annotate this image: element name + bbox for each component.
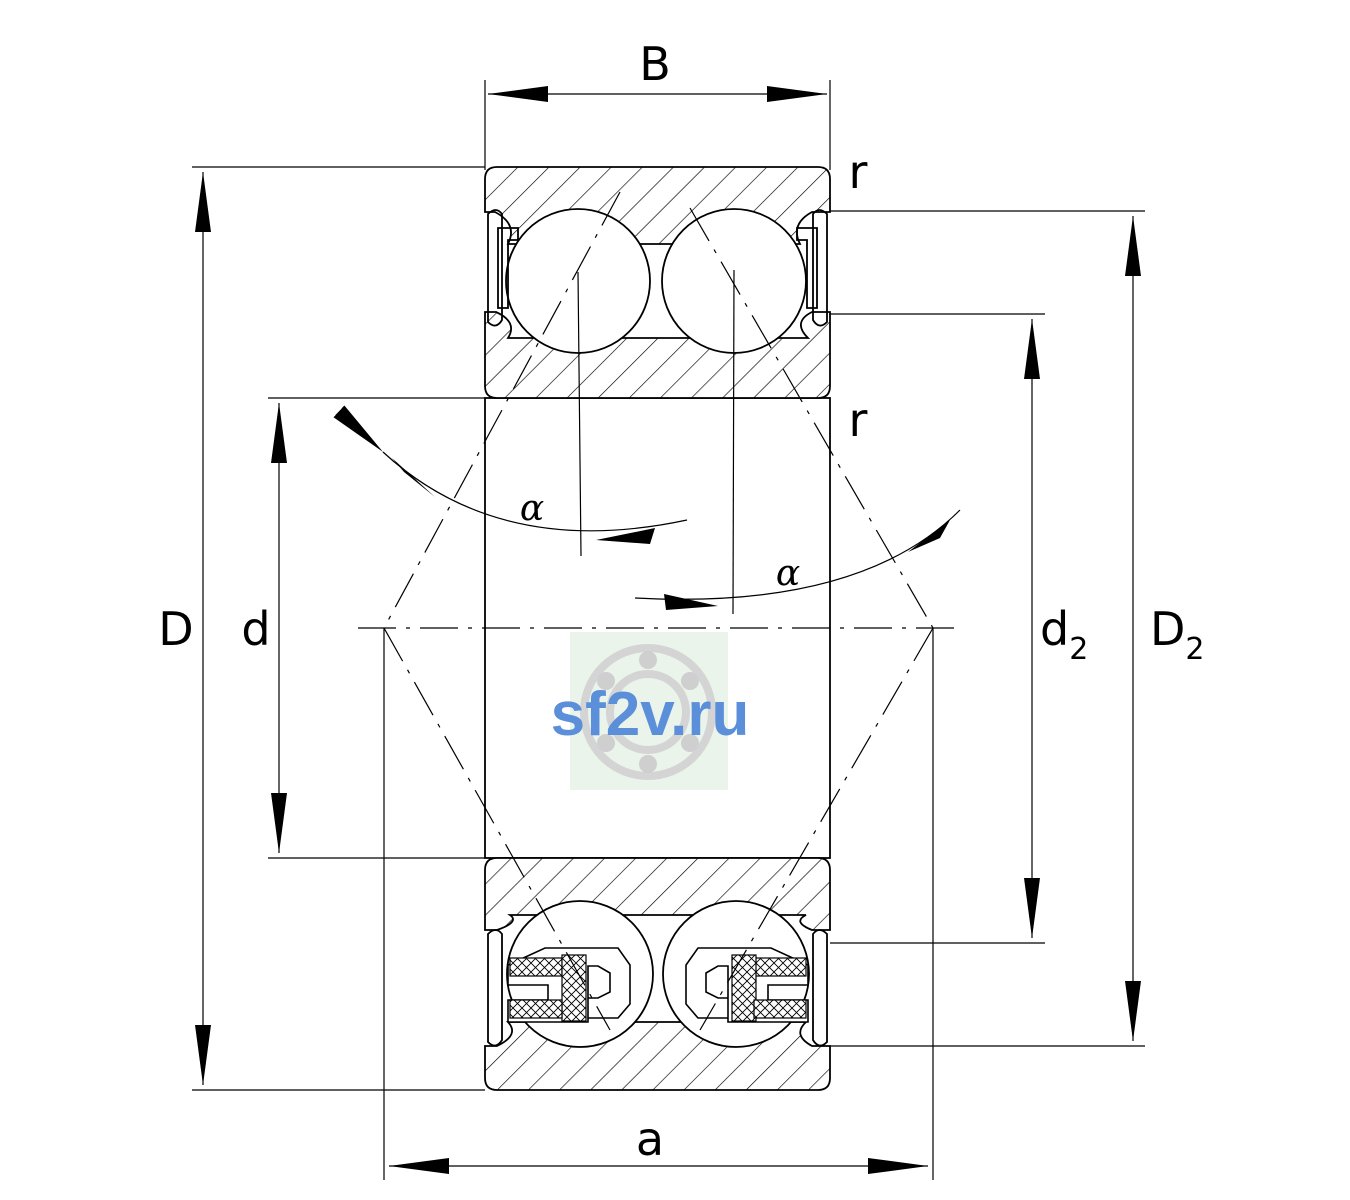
seal-bottom-left: [487, 929, 503, 1047]
label-B: B: [639, 37, 671, 91]
label-D: D: [158, 602, 193, 656]
watermark: sf2v.ru: [551, 632, 750, 790]
watermark-text: sf2v.ru: [551, 680, 750, 749]
inner-ring-top: [484, 311, 831, 399]
contact-angle-arcs: [333, 405, 961, 610]
seal-top-left: [487, 209, 503, 327]
extension-lines: [192, 80, 1145, 1180]
seal-bottom-right: [812, 929, 828, 1047]
label-d2: d2: [1040, 602, 1088, 667]
bearing-watermark-icon: [580, 644, 716, 780]
seal-top-right: [812, 209, 828, 327]
label-d: d: [241, 602, 270, 656]
label-a: a: [636, 1112, 664, 1166]
label-r-middle: r: [849, 393, 868, 447]
label-r-top: r: [849, 145, 868, 199]
label-D2: D2: [1150, 602, 1205, 667]
label-alpha-upper: α: [520, 488, 544, 529]
label-alpha-lower: α: [776, 553, 800, 594]
dimension-labels: B D d d2 D2 a r r α α: [158, 37, 1204, 1166]
dimension-lines: [195, 86, 1141, 1174]
